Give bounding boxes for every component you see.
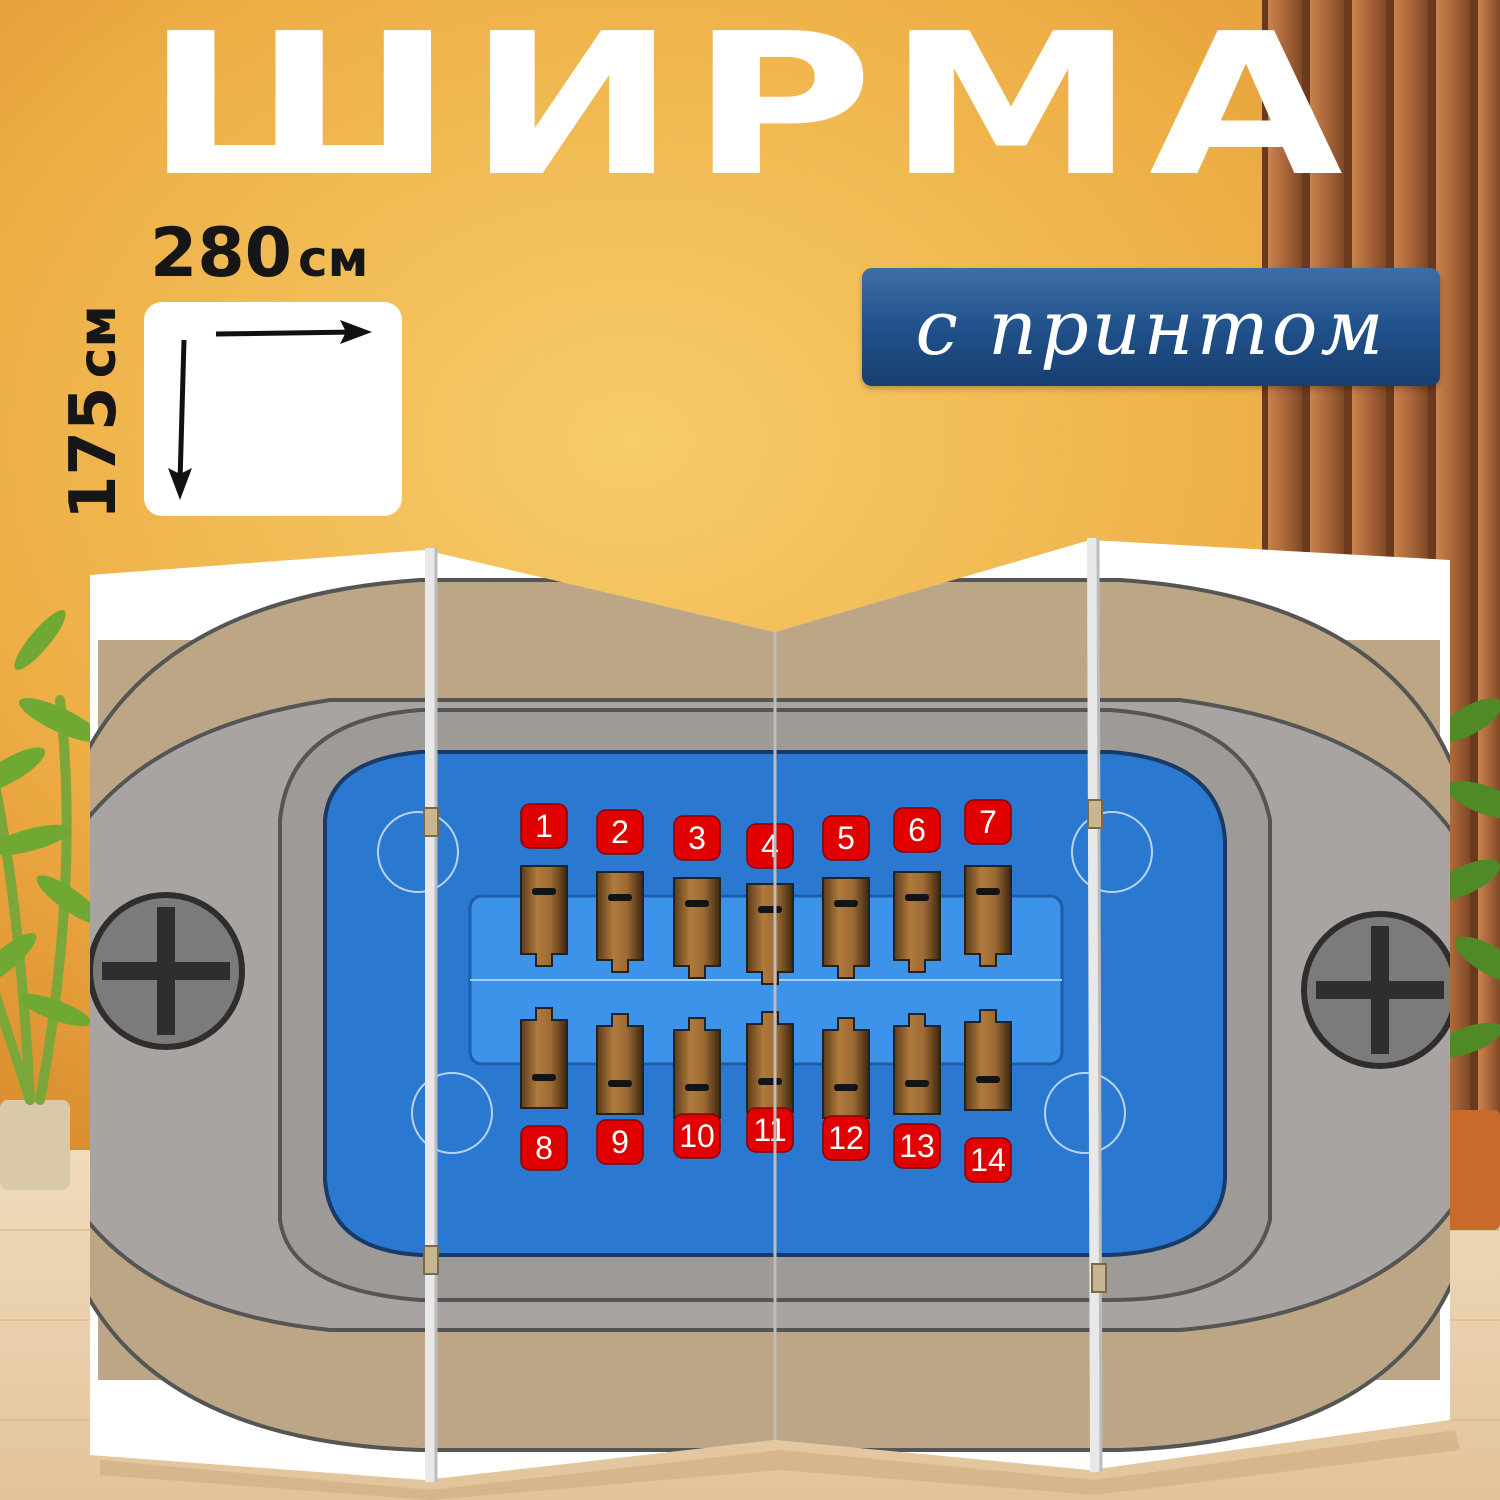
pin-label-badge-13 [893,1123,941,1169]
pin-label-10: 10 [679,1118,715,1154]
pin-label-badge-1 [520,803,568,849]
pin-label-badge-14 [964,1137,1012,1183]
pin-contact-bottom-4 [746,1011,794,1113]
pin-slot-bottom-4 [758,1078,782,1085]
screen-frames-shade [434,537,1103,1482]
pin-label-13: 13 [899,1128,935,1164]
height-dimension: 175см [57,305,131,520]
screw-right [1301,911,1450,1069]
pin-contact-bottom-1 [520,1007,568,1109]
pin-label-badge-7 [964,799,1012,845]
height-unit: см [68,305,128,379]
screw-left [90,892,245,1050]
pin-label-11: 11 [753,1112,786,1148]
pin-slot-top-5 [834,900,858,907]
pin-slot-top-3 [685,900,709,907]
print-badge-text: с принтом [915,282,1387,372]
pin-slot-bottom-7 [976,1076,1000,1083]
pin-label-7: 7 [979,804,997,840]
pin-label-badge-8 [520,1125,568,1171]
pin-contact-bottom-2 [596,1013,644,1115]
pin-label-9: 9 [611,1124,629,1160]
pin-slot-top-2 [608,894,632,901]
pin-label-badge-5 [822,815,870,861]
pin-slot-top-7 [976,888,1000,895]
pin-contact-top-3 [673,877,721,979]
pin-contact-top-6 [893,871,941,973]
pin-contact-bottom-6 [893,1013,941,1115]
width-unit: см [297,230,369,288]
page-title: ШИРМА [144,0,1356,220]
plant-right [1430,698,1500,1230]
pin-contact-top-4 [746,883,794,985]
pin-contact-bottom-5 [822,1017,870,1119]
arrow-right-icon [215,320,372,344]
height-value: 175 [57,386,131,520]
screen-shadow [100,1430,1460,1500]
pin-label-6: 6 [908,812,926,848]
pin-label-badge-11 [746,1107,794,1153]
pin-label-2: 2 [611,814,629,850]
guide-holes [377,811,1153,1154]
pin-label-5: 5 [837,820,855,856]
pin-label-1: 1 [535,808,553,844]
pin-contact-bottom-7 [964,1009,1012,1111]
dimension-diagram [144,302,402,516]
pin-label-badge-6 [893,807,941,853]
pin-slot-bottom-5 [834,1084,858,1091]
pin-slot-top-6 [905,894,929,901]
hinges [423,799,1107,1293]
pin-slot-bottom-6 [905,1080,929,1087]
pin-label-badge-12 [822,1115,870,1161]
pin-slot-top-4 [758,906,782,913]
pin-slot-top-1 [532,888,556,895]
arrow-down-icon [168,339,192,500]
print-badge: с принтом [862,268,1440,386]
pin-label-12: 12 [828,1120,864,1156]
screen-frames [425,537,1100,1482]
pin-slot-bottom-1 [532,1074,556,1081]
pin-slot-bottom-3 [685,1084,709,1091]
pin-label-badge-9 [596,1119,644,1165]
pin-slot-bottom-2 [608,1080,632,1087]
pin-contact-top-2 [596,871,644,973]
plant-left [0,610,104,1190]
pin-contact-top-7 [964,865,1012,967]
pin-contact-top-1 [520,865,568,967]
pin-contact-bottom-3 [673,1017,721,1119]
pin-label-badge-10 [673,1113,721,1159]
width-value: 280 [150,214,292,293]
pin-label-14: 14 [970,1142,1006,1178]
pin-label-3: 3 [688,820,706,856]
pin-label-8: 8 [535,1130,553,1166]
pin-label-badge-2 [596,809,644,855]
pin-label-badge-4 [746,823,794,869]
pin-label-badge-3 [673,815,721,861]
pin-contact-top-5 [822,877,870,979]
